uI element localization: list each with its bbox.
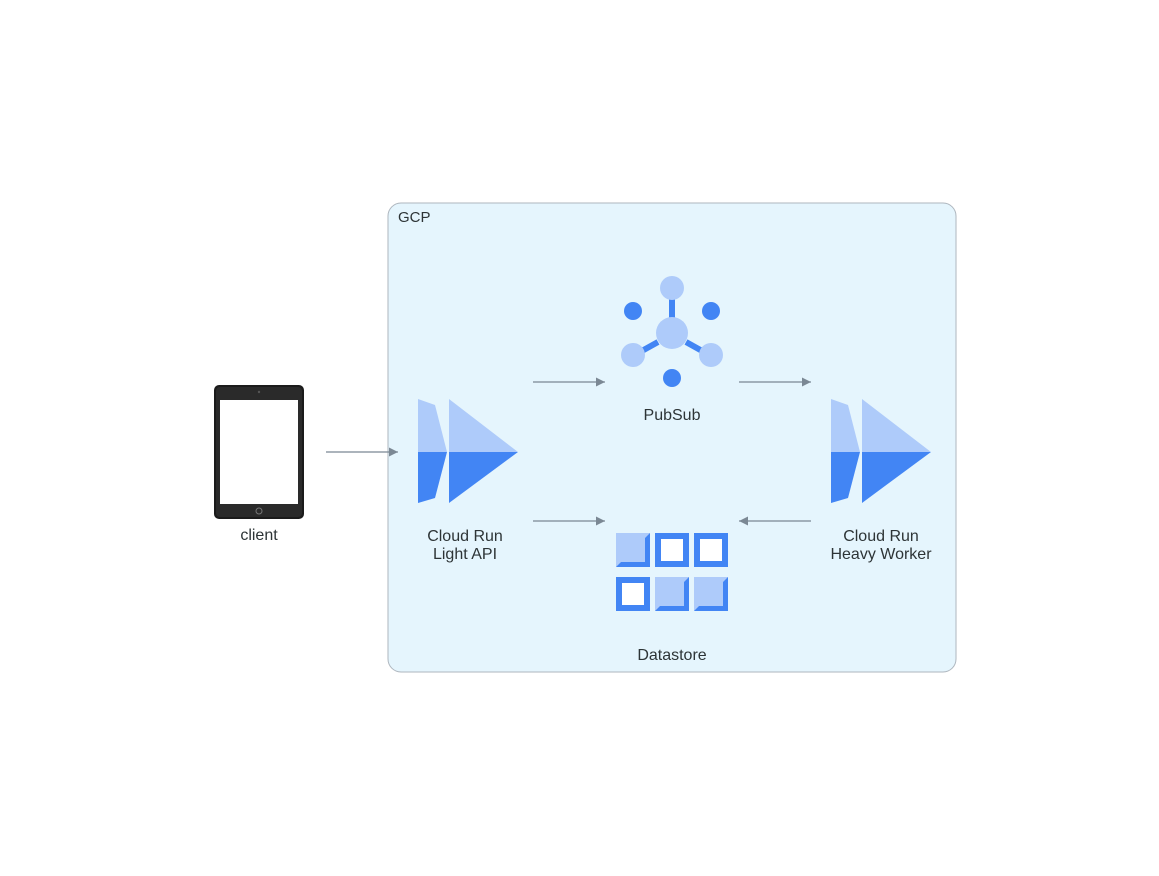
gcp-cluster xyxy=(387,202,957,673)
pubsub-icon xyxy=(621,276,723,387)
cloud-run-icon xyxy=(418,399,518,503)
light-api-label-line1: Cloud Run xyxy=(427,528,503,545)
client-label: client xyxy=(240,527,278,544)
heavy-worker-label-line1: Cloud Run xyxy=(843,528,919,545)
light-api-label-line2: Light API xyxy=(432,546,498,563)
gcp-cluster-label: GCP xyxy=(398,209,431,226)
datastore-icon xyxy=(616,533,728,611)
heavy-worker-label: Cloud Run Heavy Worker xyxy=(806,528,956,564)
cloud-run-icon xyxy=(831,399,931,503)
heavy-worker-label-line2: Heavy Worker xyxy=(830,546,932,563)
pubsub-label: PubSub xyxy=(643,407,701,424)
light-api-label: Cloud Run Light API xyxy=(395,528,535,564)
datastore-label: Datastore xyxy=(637,647,707,664)
tablet-icon xyxy=(214,385,304,519)
